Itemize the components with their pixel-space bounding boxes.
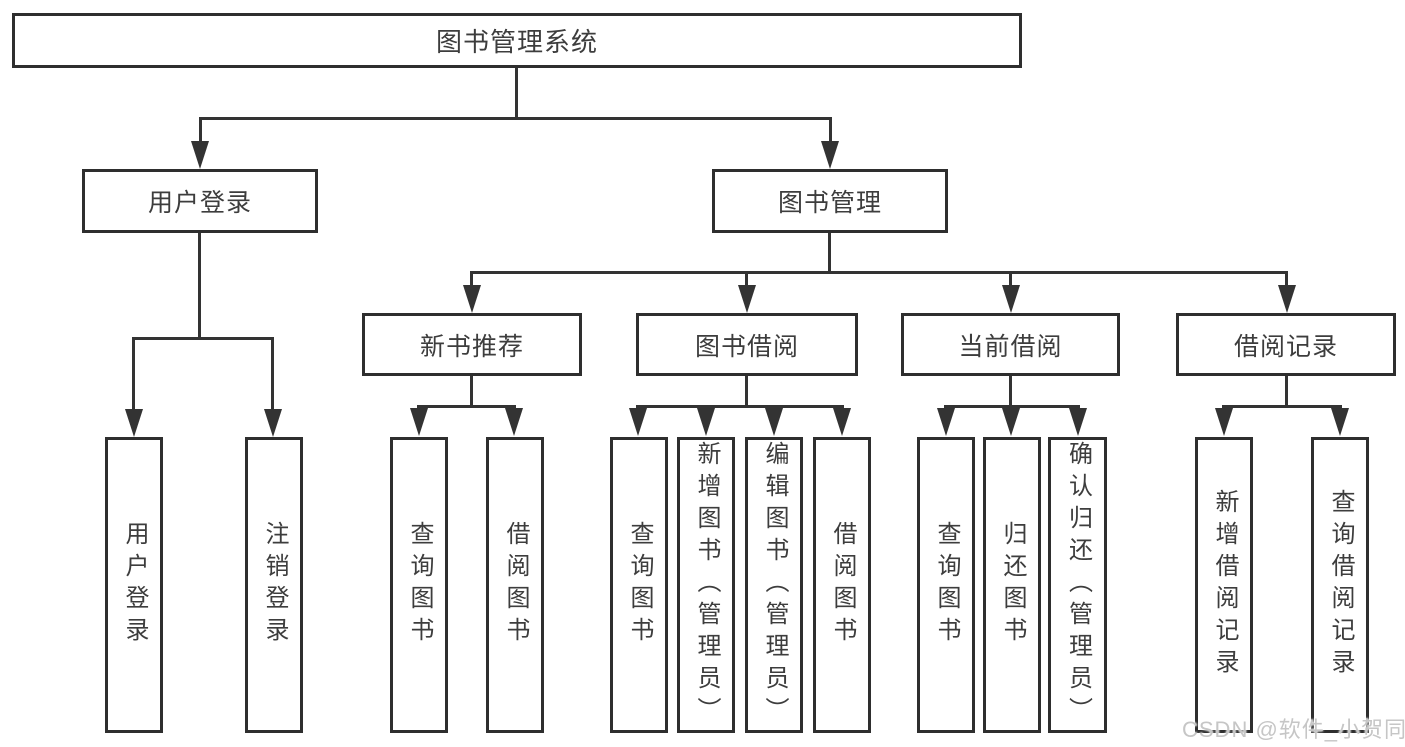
connector-line	[745, 376, 748, 408]
connector-line	[1285, 376, 1288, 408]
connector-line	[132, 337, 135, 411]
watermark: CSDN @软件_小贺同学	[1182, 717, 1405, 742]
connector-arrow-icon	[833, 408, 851, 436]
leaf-current-query-books: 查询图书	[917, 437, 975, 733]
connector-arrow-icon	[191, 141, 209, 169]
connector-arrow-icon	[1331, 408, 1349, 436]
connector-line	[417, 405, 516, 408]
connector-line	[829, 117, 832, 143]
connector-arrow-icon	[1278, 285, 1296, 313]
leaf-borrow-query-books: 查询图书	[610, 437, 668, 733]
connector-line	[199, 117, 202, 143]
connector-line	[1009, 376, 1012, 408]
connector-line	[636, 405, 844, 408]
leaf-borrow-borrow-books: 借阅图书	[813, 437, 871, 733]
node-borrow-records: 借阅记录	[1176, 313, 1396, 376]
node-user-login: 用户登录	[82, 169, 318, 233]
connector-arrow-icon	[1069, 408, 1087, 436]
connector-arrow-icon	[738, 285, 756, 313]
node-book-management: 图书管理	[712, 169, 948, 233]
connector-arrow-icon	[821, 141, 839, 169]
connector-arrow-icon	[264, 409, 282, 437]
node-book-borrow: 图书借阅	[636, 313, 858, 376]
connector-arrow-icon	[629, 408, 647, 436]
leaf-current-confirm-return-admin: 确认归还（管理员）	[1048, 437, 1107, 733]
leaf-records-query-record: 查询借阅记录	[1311, 437, 1369, 733]
connector-arrow-icon	[1215, 408, 1233, 436]
connector-arrow-icon	[1002, 408, 1020, 436]
connector-line	[470, 376, 473, 408]
connector-line	[745, 271, 748, 288]
connector-line	[271, 337, 274, 411]
connector-line	[1285, 271, 1288, 288]
leaf-logout: 注销登录	[245, 437, 303, 733]
leaf-user-login: 用户登录	[105, 437, 163, 733]
connector-line	[1009, 271, 1012, 288]
leaf-borrow-add-books-admin: 新增图书（管理员）	[677, 437, 735, 733]
connector-arrow-icon	[410, 408, 428, 436]
connector-line	[470, 271, 473, 288]
node-library-system: 图书管理系统	[12, 13, 1022, 68]
connector-arrow-icon	[505, 408, 523, 436]
connector-line	[828, 233, 831, 274]
connector-arrow-icon	[697, 408, 715, 436]
leaf-records-add-record: 新增借阅记录	[1195, 437, 1253, 733]
connector-arrow-icon	[1002, 285, 1020, 313]
connector-line	[515, 68, 518, 120]
connector-line	[132, 337, 274, 340]
leaf-newbook-query-books: 查询图书	[390, 437, 448, 733]
connector-line	[944, 405, 1080, 408]
connector-arrow-icon	[125, 409, 143, 437]
leaf-borrow-edit-books-admin: 编辑图书（管理员）	[745, 437, 803, 733]
connector-line	[1222, 405, 1342, 408]
connector-arrow-icon	[463, 285, 481, 313]
connector-line	[470, 271, 1288, 274]
connector-arrow-icon	[765, 408, 783, 436]
connector-line	[198, 233, 201, 340]
node-new-book-recommend: 新书推荐	[362, 313, 582, 376]
connector-line	[199, 117, 832, 120]
node-current-borrow: 当前借阅	[901, 313, 1120, 376]
connector-arrow-icon	[937, 408, 955, 436]
leaf-current-return-books: 归还图书	[983, 437, 1041, 733]
leaf-newbook-borrow-books: 借阅图书	[486, 437, 544, 733]
